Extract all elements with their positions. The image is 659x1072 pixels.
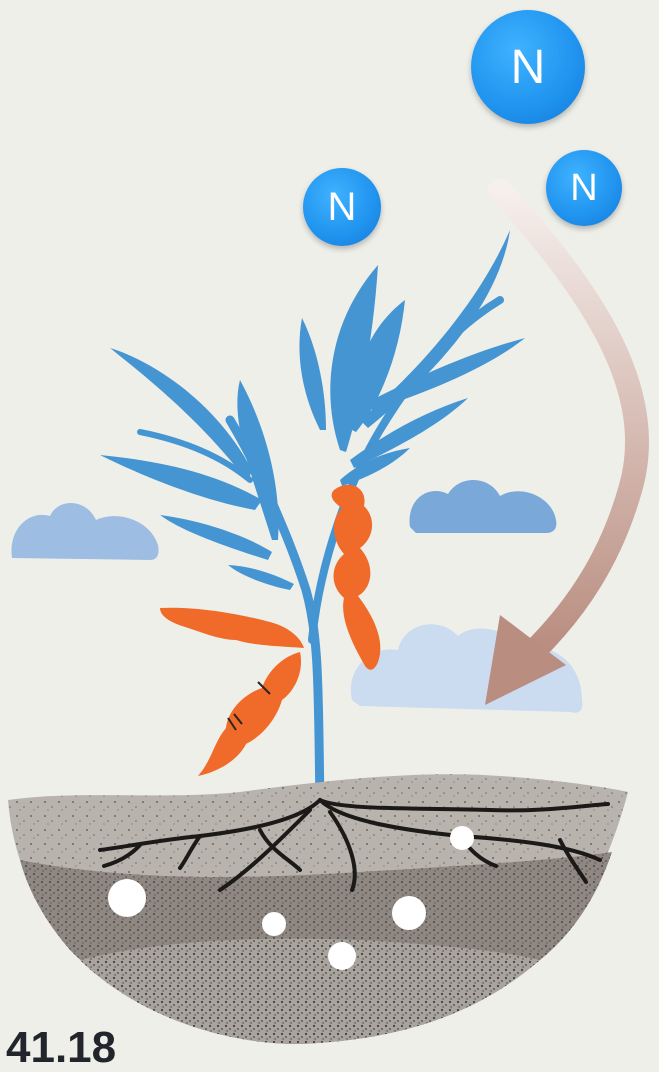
nitrogen-atom-icon: N [303, 168, 381, 246]
leaves [100, 230, 525, 590]
caption-number: 41.18 [6, 1026, 116, 1070]
cloud-left [11, 503, 158, 560]
nitrogen-atom-icon: N [471, 10, 585, 124]
nitrogen-atom-icon: N [546, 150, 622, 226]
nutrient-cycle-arrow [485, 190, 637, 705]
cloud-right [410, 480, 557, 533]
plant-illustration [0, 0, 659, 1044]
illustration-canvas: N N N 41.18 [0, 0, 659, 1044]
soil-cross-section [8, 774, 628, 1044]
